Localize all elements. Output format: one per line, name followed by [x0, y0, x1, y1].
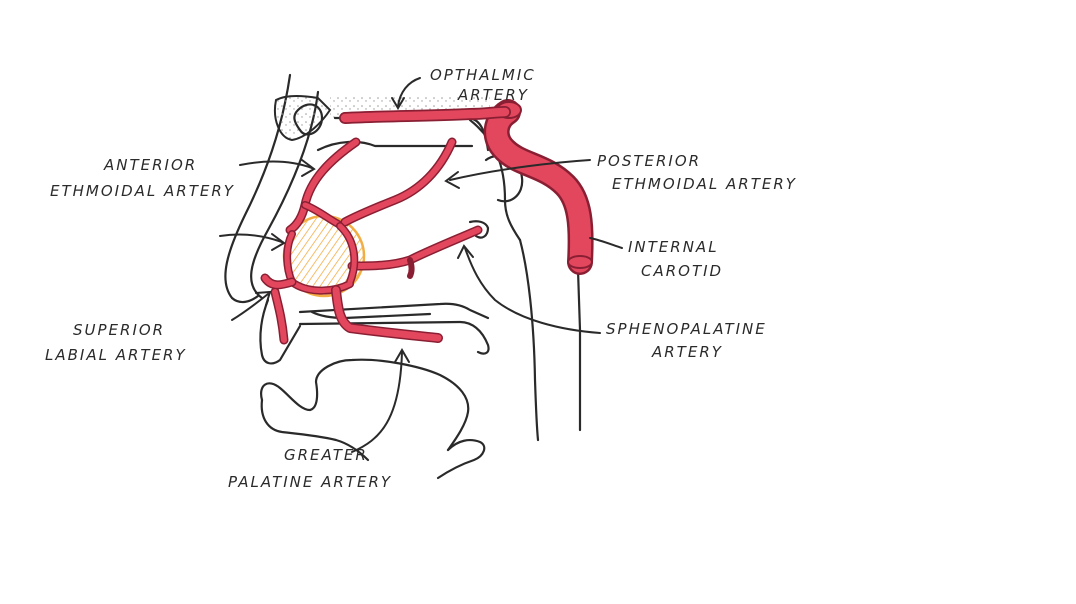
posterior-ethmoidal-artery-outline: [340, 137, 457, 227]
hard-palate-top: [298, 302, 490, 320]
sphenopalatine-branch-outline: [407, 257, 415, 279]
internal-carotid-leader: [589, 237, 623, 249]
label-internal-carotid-line2: CAROTID: [641, 262, 723, 280]
label-superior-labial-line1: SUPERIOR: [73, 321, 165, 339]
label-anterior-ethmoidal-line2: ETHMOIDAL ARTERY: [50, 182, 235, 200]
label-internal-carotid-line1: INTERNAL: [628, 238, 719, 256]
palate-inner: [310, 310, 432, 320]
hard-palate-bottom: [298, 320, 490, 355]
label-posterior-ethmoidal-line1: POSTERIOR: [597, 152, 701, 170]
superior-labial-leader: [231, 293, 269, 321]
label-opthalmic-line2: ARTERY: [457, 86, 529, 104]
upper-lip: [259, 298, 302, 365]
lower-jaw: [260, 398, 370, 462]
sphenopalatine-artery-fill: [349, 227, 481, 269]
label-posterior-ethmoidal-line2: ETHMOIDAL ARTERY: [612, 175, 797, 193]
label-anterior-ethmoidal-line1: ANTERIOR: [103, 156, 197, 174]
posterior-ethmoidal-leader: [449, 159, 591, 181]
nose-profile-outer: [224, 73, 292, 304]
label-sphenopalatine-line1: SPHENOPALATINE: [606, 320, 767, 338]
opthalmic-leader: [397, 77, 421, 107]
nasal-anatomy-outline: [224, 73, 582, 480]
pharynx-wall: [518, 238, 540, 442]
plexus-leader: [219, 233, 283, 243]
cervical-line: [576, 268, 582, 432]
label-superior-labial-line2: LABIAL ARTERY: [45, 346, 187, 364]
carotid-cut-end: [567, 255, 593, 269]
internal-carotid-artery-fill: [486, 101, 592, 273]
ophthalmic-artery-fill: [340, 107, 510, 123]
superior-labial-artery-fill: [262, 275, 295, 343]
middle-turbinate: [468, 220, 490, 239]
greater-palatine-leader: [351, 351, 403, 453]
frontal-sinus: [293, 103, 324, 136]
label-greater-palatine-line1: GREATER: [284, 446, 368, 464]
sphenopalatine-leader: [464, 247, 601, 334]
epiglottis: [436, 439, 486, 480]
tongue-outline: [260, 358, 470, 452]
label-greater-palatine-line2: PALATINE ARTERY: [228, 473, 392, 491]
greater-palatine-artery-fill: [332, 286, 442, 342]
label-sphenopalatine-line2: ARTERY: [651, 343, 723, 361]
labels: OPTHALMIC ARTERY ANTERIOR ETHMOIDAL ARTE…: [45, 66, 797, 491]
leader-lines: [219, 77, 623, 453]
anterior-ethmoidal-leader: [239, 160, 313, 169]
label-opthalmic-line1: OPTHALMIC: [430, 66, 536, 84]
arteries: [260, 99, 594, 345]
posterior-ethmoidal-artery-fill: [342, 139, 455, 225]
